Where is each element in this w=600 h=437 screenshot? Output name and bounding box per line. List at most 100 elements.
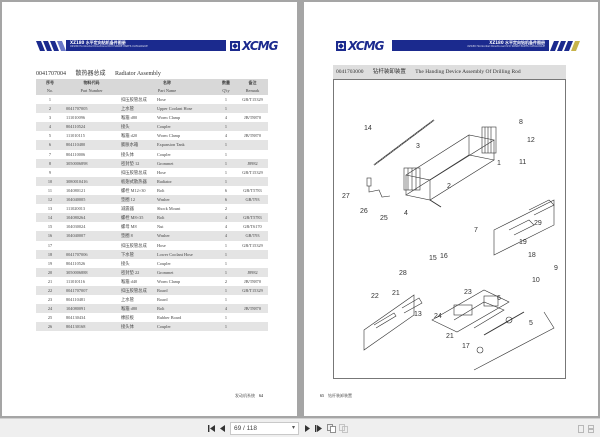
part-number-cell: 0041707005 [64, 104, 119, 114]
remark-cell: GB/T6170 [243, 224, 262, 230]
part-name-en-cell: Bolt [155, 213, 215, 223]
quantity-cell: 1 [215, 122, 237, 132]
quantity-cell: 1 [224, 315, 228, 321]
part-number-cell: 104080091 [64, 304, 119, 314]
part-name-en-cell: Grommet [155, 158, 215, 168]
part-name-en-cell: Hose [157, 242, 166, 248]
previous-page-button[interactable] [218, 423, 228, 434]
part-number-cell: 111010115 [66, 133, 85, 139]
assembly-title: 0041707004 散热器总成 Radiator Assembly [36, 68, 169, 77]
part-name-cn-cell: 密封垫 12 [119, 158, 155, 168]
part-name-en-cell: Hose [157, 169, 166, 175]
fit-page-button[interactable] [576, 423, 586, 434]
svg-text:21: 21 [392, 290, 400, 297]
part-no-cell: 24 [36, 304, 64, 314]
svg-text:27: 27 [342, 193, 350, 200]
svg-text:14: 14 [364, 125, 372, 132]
catalog-banner: XZ180 水平定向钻机备件图册 XZ180 Horizontal Direct… [36, 39, 278, 53]
quantity-cell: 1 [224, 242, 228, 248]
two-page-view-button[interactable] [326, 423, 336, 434]
remark-cell [237, 104, 268, 114]
part-no-cell: 2 [36, 104, 64, 114]
part-no-cell: 23 [47, 297, 53, 303]
continuous-view-button[interactable] [586, 423, 596, 434]
part-name-en-cell: Rubber Board [157, 315, 182, 321]
quantity-cell: 1 [224, 169, 228, 175]
part-name-en-cell: Bolt [155, 304, 215, 314]
quantity-cell: 1 [224, 151, 228, 157]
quantity-cell: 1 [215, 140, 237, 150]
part-name-en-cell: Worm Clamp [157, 278, 181, 284]
part-name-cn-cell: 喉箍 d40 [121, 278, 138, 284]
part-name-cn-cell: 扣压胶管总成 [121, 169, 147, 175]
footer-page-number: 65 [320, 393, 324, 398]
part-name-cn-cell: 垫圈 12 [119, 195, 155, 205]
part-name-cn-cell: 接头 [119, 122, 155, 132]
part-no-cell: 26 [36, 322, 64, 332]
quantity-cell: 6 [215, 195, 237, 205]
part-number-cell: 104080121 [66, 187, 86, 193]
part-name-cn-cell: 板翅式散热器 [119, 176, 155, 186]
part-number-cell: 804110526 [66, 260, 86, 266]
previous-page-icon [220, 425, 225, 432]
banner-bar: XZ180 水平定向钻机备件图册 XZ180 Horizontal Direct… [66, 40, 226, 51]
part-number-cell: 111020013 [66, 206, 86, 212]
next-page-button[interactable] [302, 423, 312, 434]
part-number-cell: 104040005 [64, 195, 119, 205]
stripes-decoration-icon [550, 41, 580, 51]
single-page-view-button[interactable] [338, 423, 348, 434]
xcmg-logo: XCMG [336, 39, 384, 53]
quantity-cell: 1 [224, 97, 228, 102]
part-name-en-cell: Radiator [155, 176, 215, 186]
svg-text:7: 7 [474, 227, 478, 234]
part-name-en-cell: Coupler [157, 260, 171, 266]
svg-text:9: 9 [554, 265, 558, 272]
part-number-cell: 104040007 [64, 231, 119, 241]
part-name-cn-cell: 密封垫 22 [119, 267, 155, 277]
first-page-button[interactable] [207, 423, 217, 434]
part-no-cell: 5 [48, 133, 52, 139]
page-layout-icon [578, 424, 584, 433]
part-no-cell: 17 [47, 242, 53, 248]
quantity-cell: 1 [215, 249, 237, 259]
remark-cell [237, 322, 268, 332]
remark-cell [237, 259, 268, 268]
remark-cell: JB/T8870 [237, 304, 268, 314]
page-dropdown-icon[interactable]: ▾ [291, 425, 295, 431]
part-name-cn-cell: 扣压胶管总成 [121, 242, 147, 248]
svg-text:8: 8 [519, 119, 523, 126]
quantity-cell: 2 [224, 278, 228, 284]
svg-text:21: 21 [446, 333, 454, 340]
part-no-cell: 14 [36, 213, 64, 223]
last-page-button[interactable] [314, 423, 324, 434]
remark-cell [237, 249, 268, 259]
part-no-cell: 22 [36, 285, 64, 296]
document-viewport[interactable]: XZ180 水平定向钻机备件图册 XZ180 Horizontal Direct… [0, 0, 600, 418]
assembly-name-en: Radiator Assembly [115, 71, 161, 77]
svg-text:1: 1 [497, 160, 501, 167]
table-header-en: No. Part Number Part Name Q'ty Remark [36, 87, 268, 95]
banner-title-cn: XZ180 水平定向钻机备件图册 [70, 40, 126, 45]
table-header-cn: 序号 物料代码 名称 数量 备注 [36, 79, 268, 87]
remark-cell: GB/T15329 [237, 285, 268, 296]
remark-cell: GB/T15329 [242, 97, 263, 102]
part-name-cn-cell: 喉箍 d20 [121, 133, 138, 139]
page-number-input[interactable]: 69 / 118 ▾ [230, 422, 299, 435]
part-name-en-cell: Bolt [157, 187, 165, 193]
assembly-name-en: The Handing Device Assembly Of Drilling … [415, 69, 521, 75]
svg-text:19: 19 [519, 239, 527, 246]
part-no-cell: 4 [36, 122, 64, 132]
part-no-cell: 19 [47, 260, 53, 266]
quantity-cell: 1 [224, 260, 228, 266]
part-number-cell [64, 95, 119, 104]
part-name-en-cell: Shock Mount [157, 206, 181, 212]
part-name-cn-cell: 接头 [121, 260, 130, 266]
